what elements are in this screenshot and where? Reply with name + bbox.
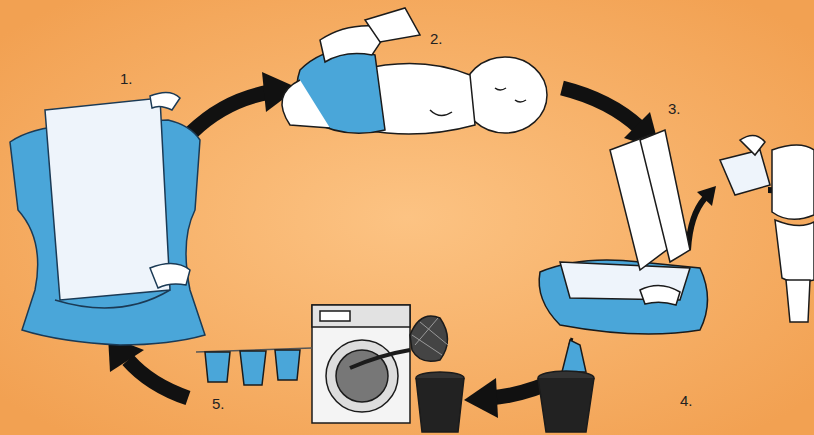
callout-number: 4. <box>680 392 693 409</box>
diaper-bucket <box>538 340 594 432</box>
diaper-with-liner <box>10 92 205 345</box>
callout-number: 5. <box>212 395 225 412</box>
callout-number: 3. <box>668 100 681 117</box>
callout-number: 2. <box>430 30 443 47</box>
diaper-removal <box>539 130 814 334</box>
callout-number: 1. <box>120 70 133 87</box>
baby-on-changing <box>282 8 547 134</box>
washing-and-drying <box>196 305 464 432</box>
